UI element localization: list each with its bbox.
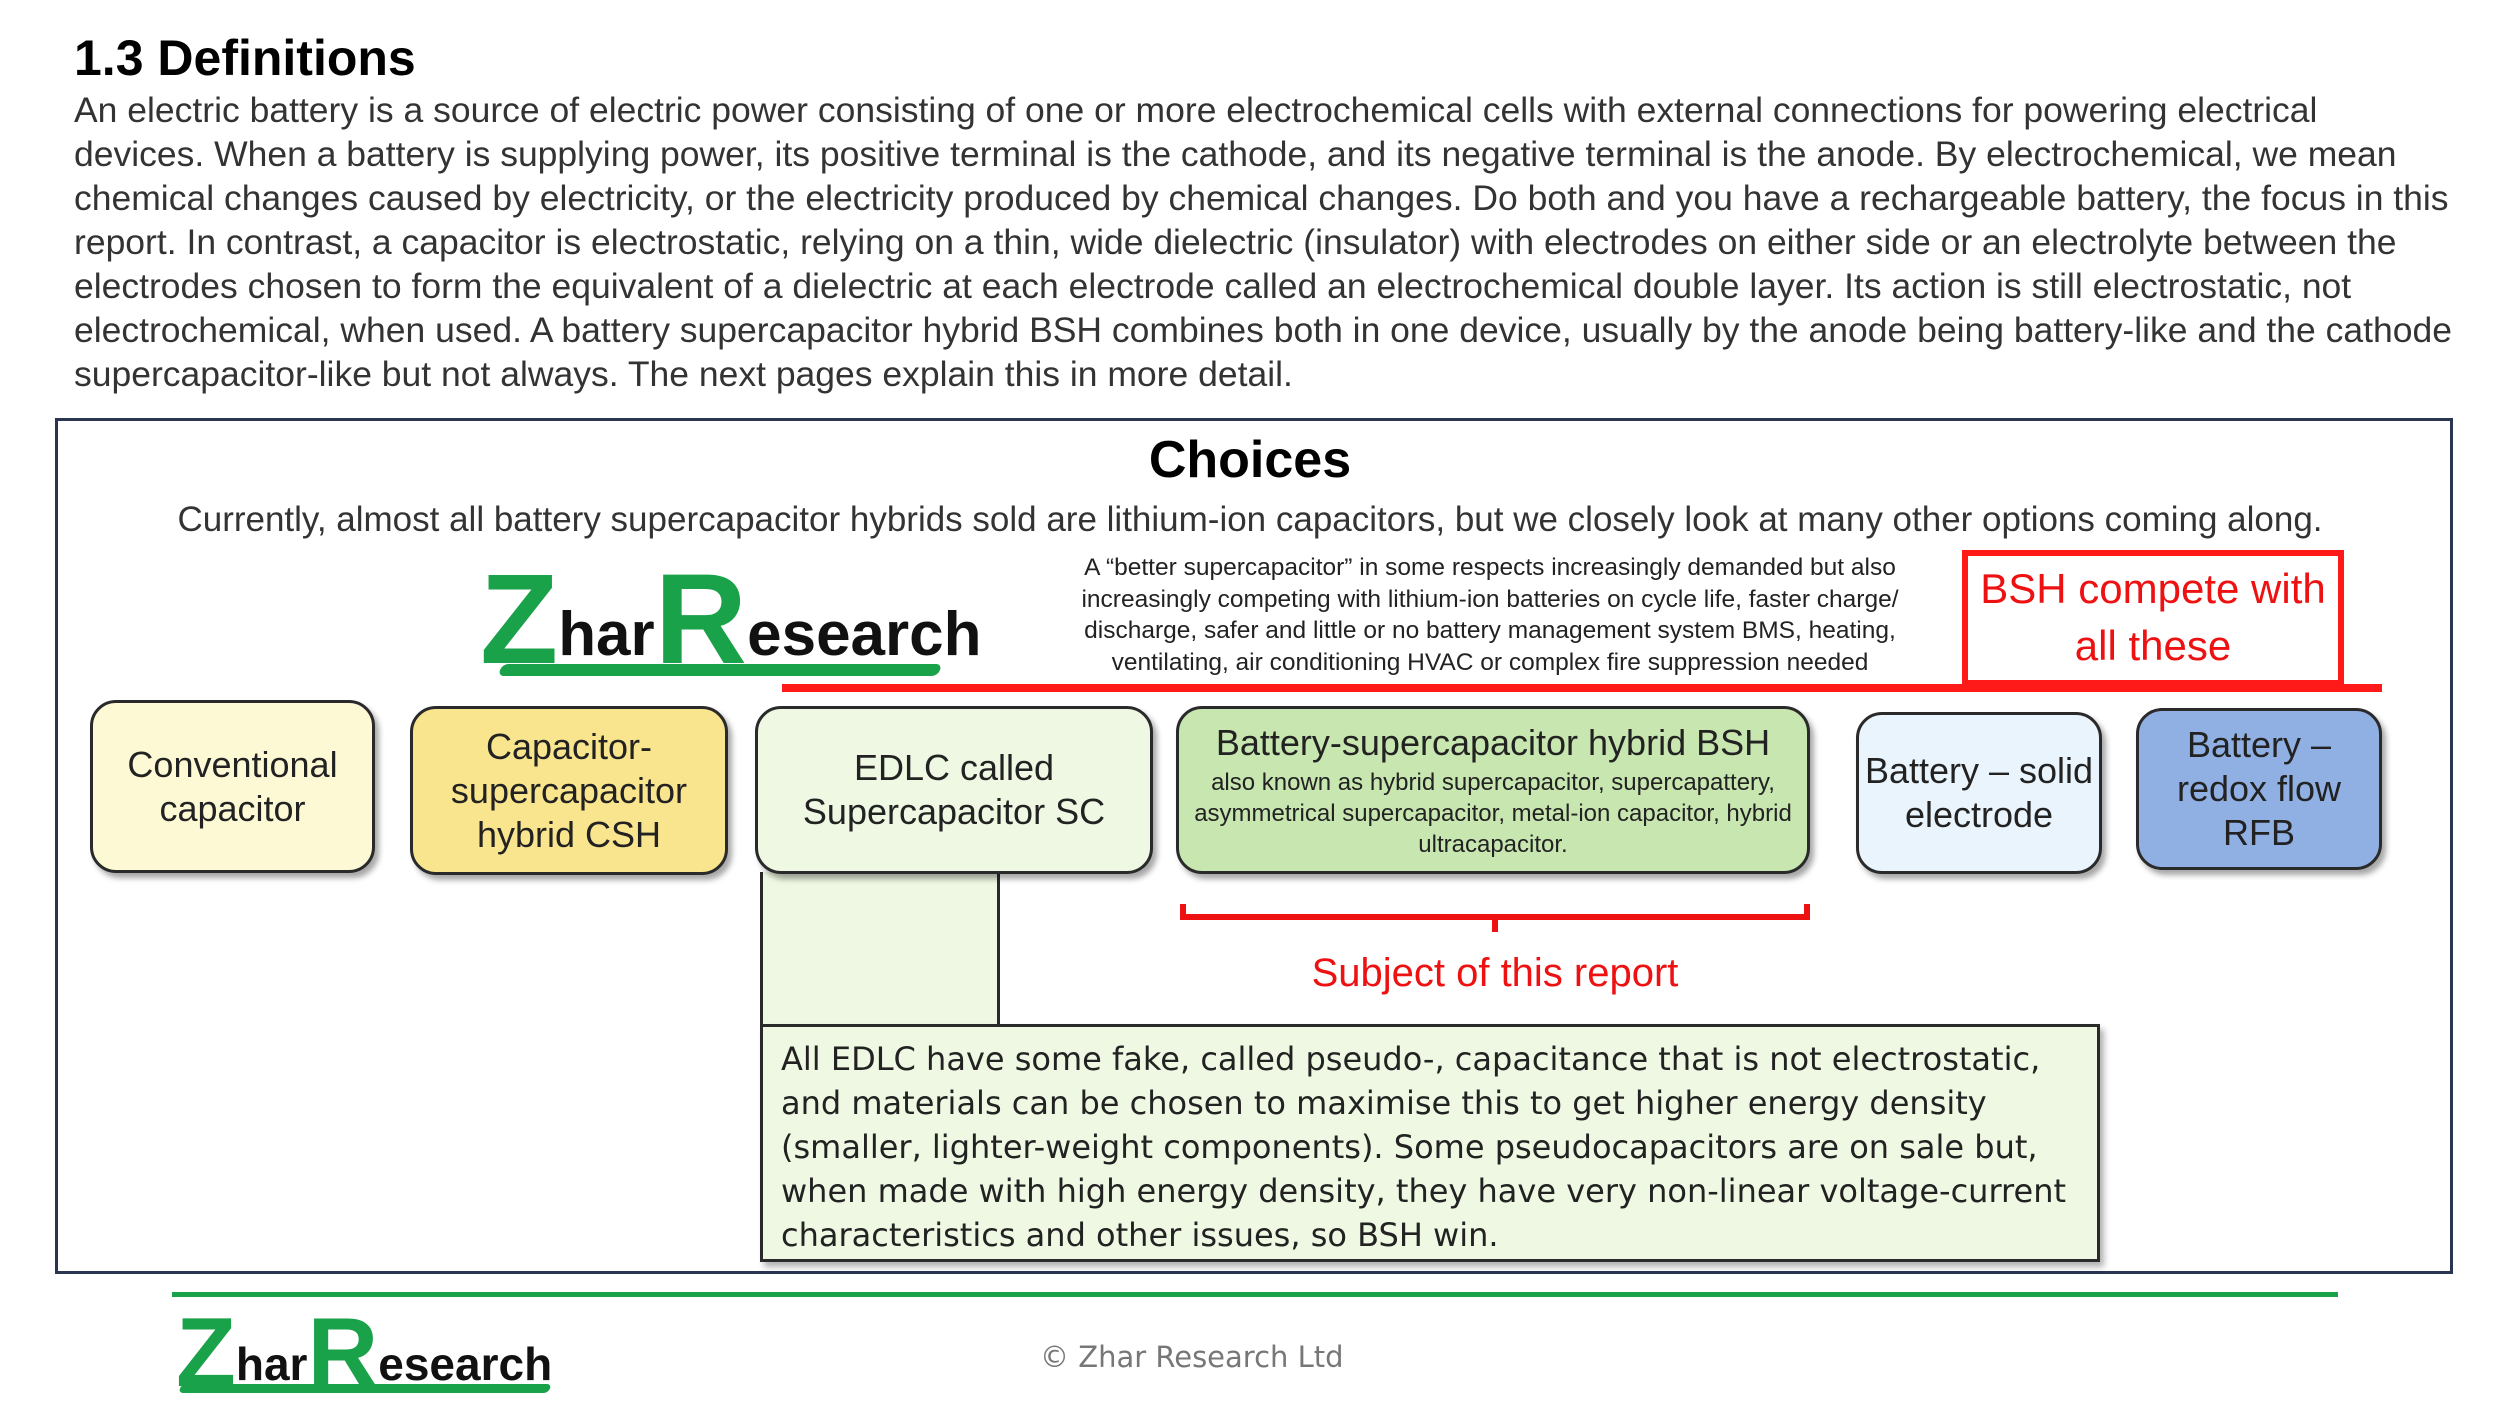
choice-label: Conventional capacitor bbox=[127, 743, 338, 829]
choice-conventional-capacitor: Conventional capacitor bbox=[90, 700, 375, 873]
page-title: 1.3 Definitions bbox=[74, 30, 416, 86]
better-supercapacitor-note: A “better supercapacitor” in some respec… bbox=[1081, 554, 1899, 676]
choice-label: Battery – redox flow RFB bbox=[2176, 724, 2342, 853]
subject-bracket-tick bbox=[1492, 914, 1498, 932]
choice-capacitor-supercapacitor-hybrid: Capacitor-supercapacitor hybrid CSH bbox=[410, 706, 728, 875]
choice-edlc-supercapacitor: EDLC called Supercapacitor SC bbox=[755, 706, 1153, 874]
choices-diagram-frame bbox=[55, 418, 2453, 1274]
pseudocapacitance-note: All EDLC have some fake, called pseudo-,… bbox=[760, 1024, 2100, 1262]
compete-underline bbox=[782, 684, 2382, 692]
choice-battery-supercapacitor-hybrid: Battery-supercapacitor hybrid BSH also k… bbox=[1176, 706, 1810, 874]
choice-label: Battery – solid electrode bbox=[1864, 750, 2094, 835]
subject-label: Subject of this report bbox=[1311, 951, 1679, 995]
bsh-compete-label: BSH compete with all these bbox=[1980, 565, 2326, 669]
choice-label: Capacitor-supercapacitor hybrid CSH bbox=[450, 725, 688, 855]
choice-label: Battery-supercapacitor hybrid BSH bbox=[1215, 721, 1771, 763]
footer-logo-swoosh bbox=[178, 1384, 552, 1393]
diagram-subtitle: Currently, almost all battery supercapac… bbox=[177, 500, 2323, 539]
choice-aka: also known as hybrid supercapacitor, sup… bbox=[1194, 768, 1792, 858]
copyright-notice: © Zhar Research Ltd bbox=[1040, 1340, 1344, 1374]
logo-swoosh bbox=[497, 664, 943, 676]
choice-label: EDLC called Supercapacitor SC bbox=[802, 747, 1106, 832]
bsh-compete-box bbox=[1962, 550, 2344, 686]
edlc-connector bbox=[760, 872, 1000, 1028]
footer-divider bbox=[172, 1292, 2338, 1297]
diagram-title: Choices bbox=[1148, 431, 1352, 489]
footer-logo: ZharResearch bbox=[176, 1297, 553, 1407]
zhar-research-logo: ZharResearch bbox=[480, 548, 982, 691]
choice-battery-redox-flow: Battery – redox flow RFB bbox=[2136, 708, 2382, 870]
choice-battery-solid-electrode: Battery – solid electrode bbox=[1856, 712, 2102, 874]
intro-paragraph: An electric battery is a source of elect… bbox=[74, 90, 2452, 394]
